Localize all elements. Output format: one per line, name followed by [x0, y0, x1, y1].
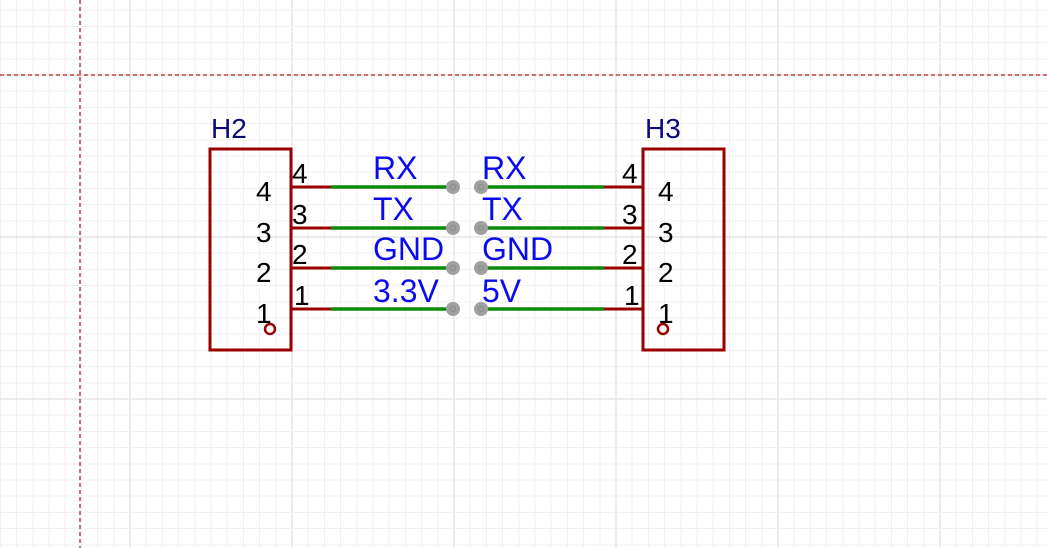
net-label[interactable]: RX: [373, 150, 417, 186]
net-port[interactable]: [474, 302, 488, 316]
component-h2[interactable]: H2 4 4 RX 3 3 TX 2 2 GND 1 1 3.3V: [208, 113, 460, 352]
net-label[interactable]: GND: [373, 231, 444, 267]
net-label[interactable]: 5V: [482, 273, 522, 309]
net-port[interactable]: [446, 302, 460, 316]
pin-inner-label: 4: [658, 176, 674, 207]
net-label[interactable]: RX: [482, 150, 526, 186]
pin-number: 1: [624, 280, 640, 311]
pin-inner-label: 1: [658, 298, 674, 329]
pin-inner-label: 2: [658, 257, 674, 288]
pin-inner-label: 4: [256, 176, 272, 207]
ref-designator-h3: H3: [645, 113, 681, 144]
net-label[interactable]: 3.3V: [373, 273, 439, 309]
net-port[interactable]: [446, 261, 460, 275]
pin-number: 4: [622, 158, 638, 189]
ref-designator-h2: H2: [211, 113, 247, 144]
net-label[interactable]: TX: [373, 191, 414, 227]
component-body-h2[interactable]: [208, 147, 293, 352]
net-label[interactable]: GND: [482, 231, 553, 267]
net-port[interactable]: [474, 221, 488, 235]
component-body-h3[interactable]: [641, 147, 726, 352]
pin-inner-label: 1: [256, 298, 272, 329]
pin-number: 3: [292, 199, 308, 230]
pin-number: 4: [292, 158, 308, 189]
pin-inner-label: 2: [256, 257, 272, 288]
pin1-marker: [263, 322, 277, 336]
pin1-marker: [656, 322, 670, 336]
pin-inner-label: 3: [256, 217, 272, 248]
pin-number: 3: [622, 199, 638, 230]
pin-number: 2: [622, 239, 638, 270]
component-h3[interactable]: H3 4 4 RX 3 3 TX 2 2 GND 1 1 5V: [474, 113, 726, 352]
pin-inner-label: 3: [658, 217, 674, 248]
pin-number: 2: [292, 239, 308, 270]
net-label[interactable]: TX: [482, 191, 523, 227]
pin-number: 1: [294, 280, 310, 311]
net-port[interactable]: [474, 180, 488, 194]
net-port[interactable]: [446, 221, 460, 235]
net-port[interactable]: [446, 180, 460, 194]
net-port[interactable]: [474, 261, 488, 275]
